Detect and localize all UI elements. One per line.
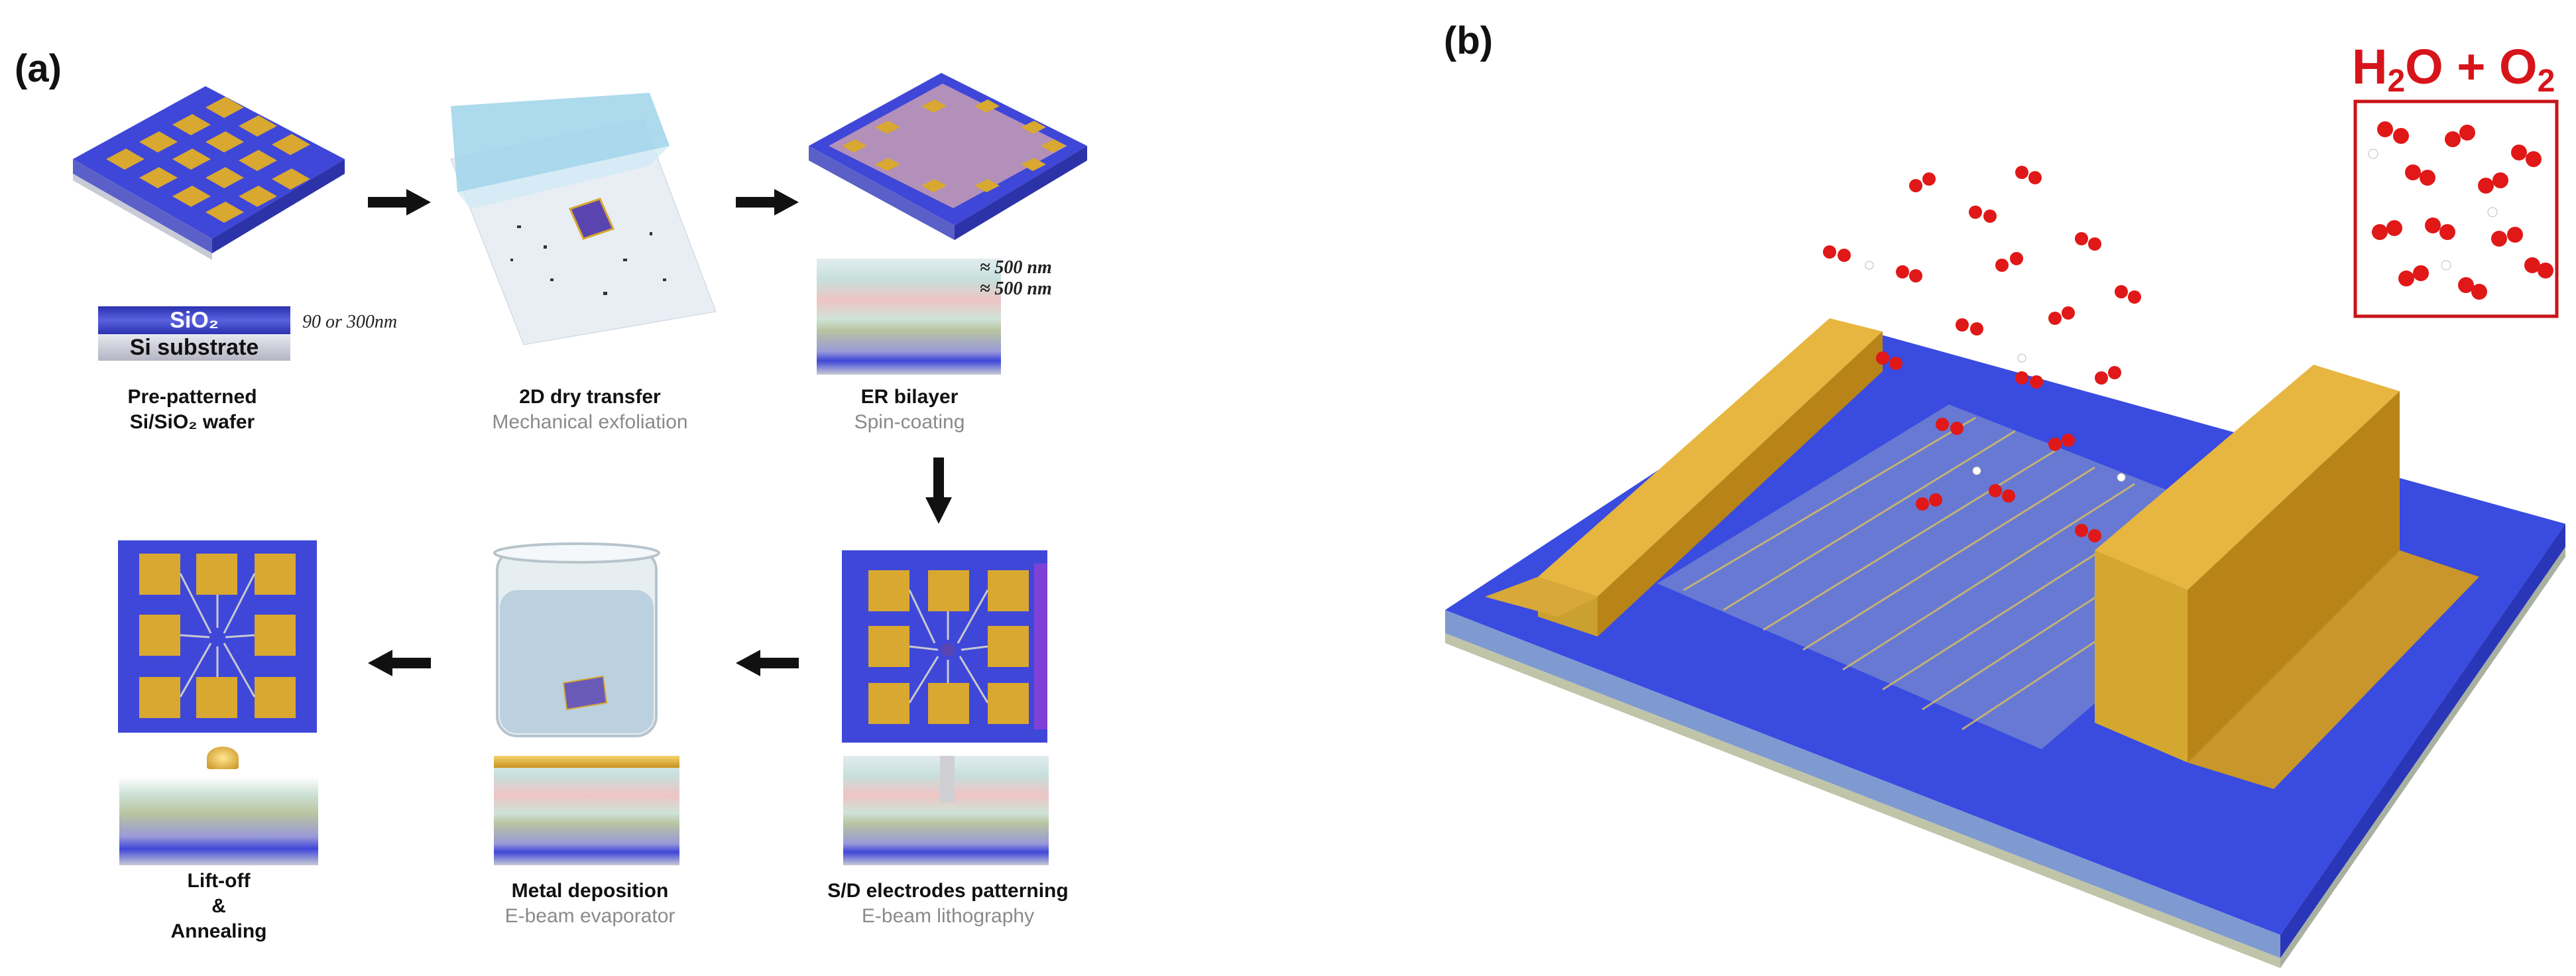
molecule-inset-box xyxy=(2353,99,2559,318)
step1-caption-line1: Pre-patterned xyxy=(127,386,257,408)
step5-caption-sub: E-beam evaporator xyxy=(504,905,675,927)
arrow-down-icon xyxy=(925,457,952,524)
device-3d-illustration xyxy=(1445,318,2565,968)
sio2-layer: SiO₂ xyxy=(98,306,290,334)
step1-caption-line2: Si/SiO₂ wafer xyxy=(129,411,255,433)
arrow-left-icon xyxy=(736,650,799,676)
gold-film xyxy=(494,756,679,768)
bilayer-bottom-thickness: ≈ 500 nm xyxy=(980,278,1052,299)
gas-molecules-illustration xyxy=(1823,166,2141,542)
er-bilayer-illustration xyxy=(809,73,1087,240)
liftoff-cross-section xyxy=(119,762,318,865)
sio2-thickness-note: 90 or 300nm xyxy=(302,312,398,332)
dry-transfer-illustration xyxy=(450,93,717,345)
step4-caption-title: S/D electrodes patterning xyxy=(827,880,1069,902)
er-bilayer-cross-section xyxy=(817,259,1001,375)
step3-caption-sub: Spin-coating xyxy=(854,411,965,433)
bilayer-top-thickness: ≈ 500 nm xyxy=(980,257,1052,278)
si-substrate-layer: Si substrate xyxy=(98,334,290,361)
step2-caption-title: 2D dry transfer xyxy=(519,386,661,408)
step6-caption-line2: & xyxy=(211,895,226,917)
beaker-illustration xyxy=(493,542,660,737)
step2-caption-sub: Mechanical exfoliation xyxy=(492,411,688,433)
step3-caption-title: ER bilayer xyxy=(860,386,959,408)
h2o-o2-inset-label: H2O + O2 xyxy=(2352,39,2555,99)
arrow-right-icon xyxy=(368,189,431,215)
lithography-opening xyxy=(940,756,955,802)
sd-patterning-illustration xyxy=(842,550,1047,743)
step6-caption-line3: Annealing xyxy=(170,920,267,942)
panel-a-label: (a) xyxy=(15,47,62,90)
step4-caption-sub: E-beam lithography xyxy=(861,905,1035,927)
arrow-right-icon xyxy=(736,189,799,215)
prepatterned-wafer-illustration xyxy=(73,86,345,260)
gold-contact-bump xyxy=(207,747,239,769)
panel-b-label: (b) xyxy=(1444,19,1493,62)
arrow-left-icon xyxy=(368,650,431,676)
step6-caption-line1: Lift-off xyxy=(187,870,251,892)
liftoff-illustration xyxy=(118,540,317,733)
metal-deposition-cross-section xyxy=(494,756,679,865)
step5-caption-title: Metal deposition xyxy=(511,880,669,902)
